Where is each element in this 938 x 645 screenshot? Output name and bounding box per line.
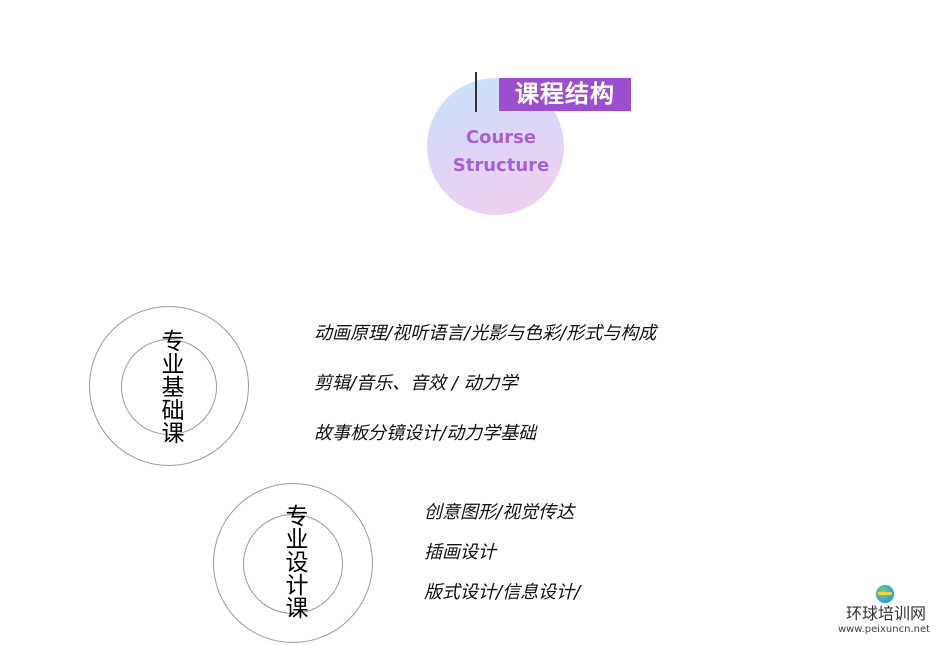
section-1-course-list: 动画原理/视听语言/光影与色彩/形式与构成 剪辑/音乐、音效 / 动力学 故事板…	[314, 322, 656, 472]
section-1-label: 专业基础课	[157, 328, 183, 444]
section-2-outer-ring	[213, 483, 373, 643]
course-item: 故事板分镜设计/动力学基础	[314, 423, 537, 444]
course-item: 动画原理/视听语言/光影与色彩/形式与构成	[314, 323, 657, 344]
course-item: 插画设计	[424, 542, 496, 563]
section-2-course-list: 创意图形/视觉传达 插画设计 版式设计/信息设计/	[424, 501, 580, 621]
page-subtitle: Course Structure	[446, 124, 556, 180]
globe-logo-icon	[875, 584, 895, 604]
section-2-label: 专业设计课	[281, 503, 307, 619]
section-2-inner-ring	[243, 514, 343, 614]
course-item: 版式设计/信息设计/	[424, 582, 581, 603]
header-divider-bar	[475, 72, 477, 112]
watermark-url: www.peixuncn.net	[837, 624, 931, 635]
course-item: 剪辑/音乐、音效 / 动力学	[314, 373, 518, 394]
section-1-outer-ring	[89, 306, 249, 466]
subtitle-line-1: Course	[465, 127, 537, 148]
subtitle-line-2: Structure	[452, 155, 550, 176]
watermark-name: 环球培训网	[845, 604, 926, 623]
section-1-inner-ring	[121, 339, 217, 435]
page-title: 课程结构	[499, 78, 631, 111]
course-item: 创意图形/视觉传达	[424, 502, 575, 523]
